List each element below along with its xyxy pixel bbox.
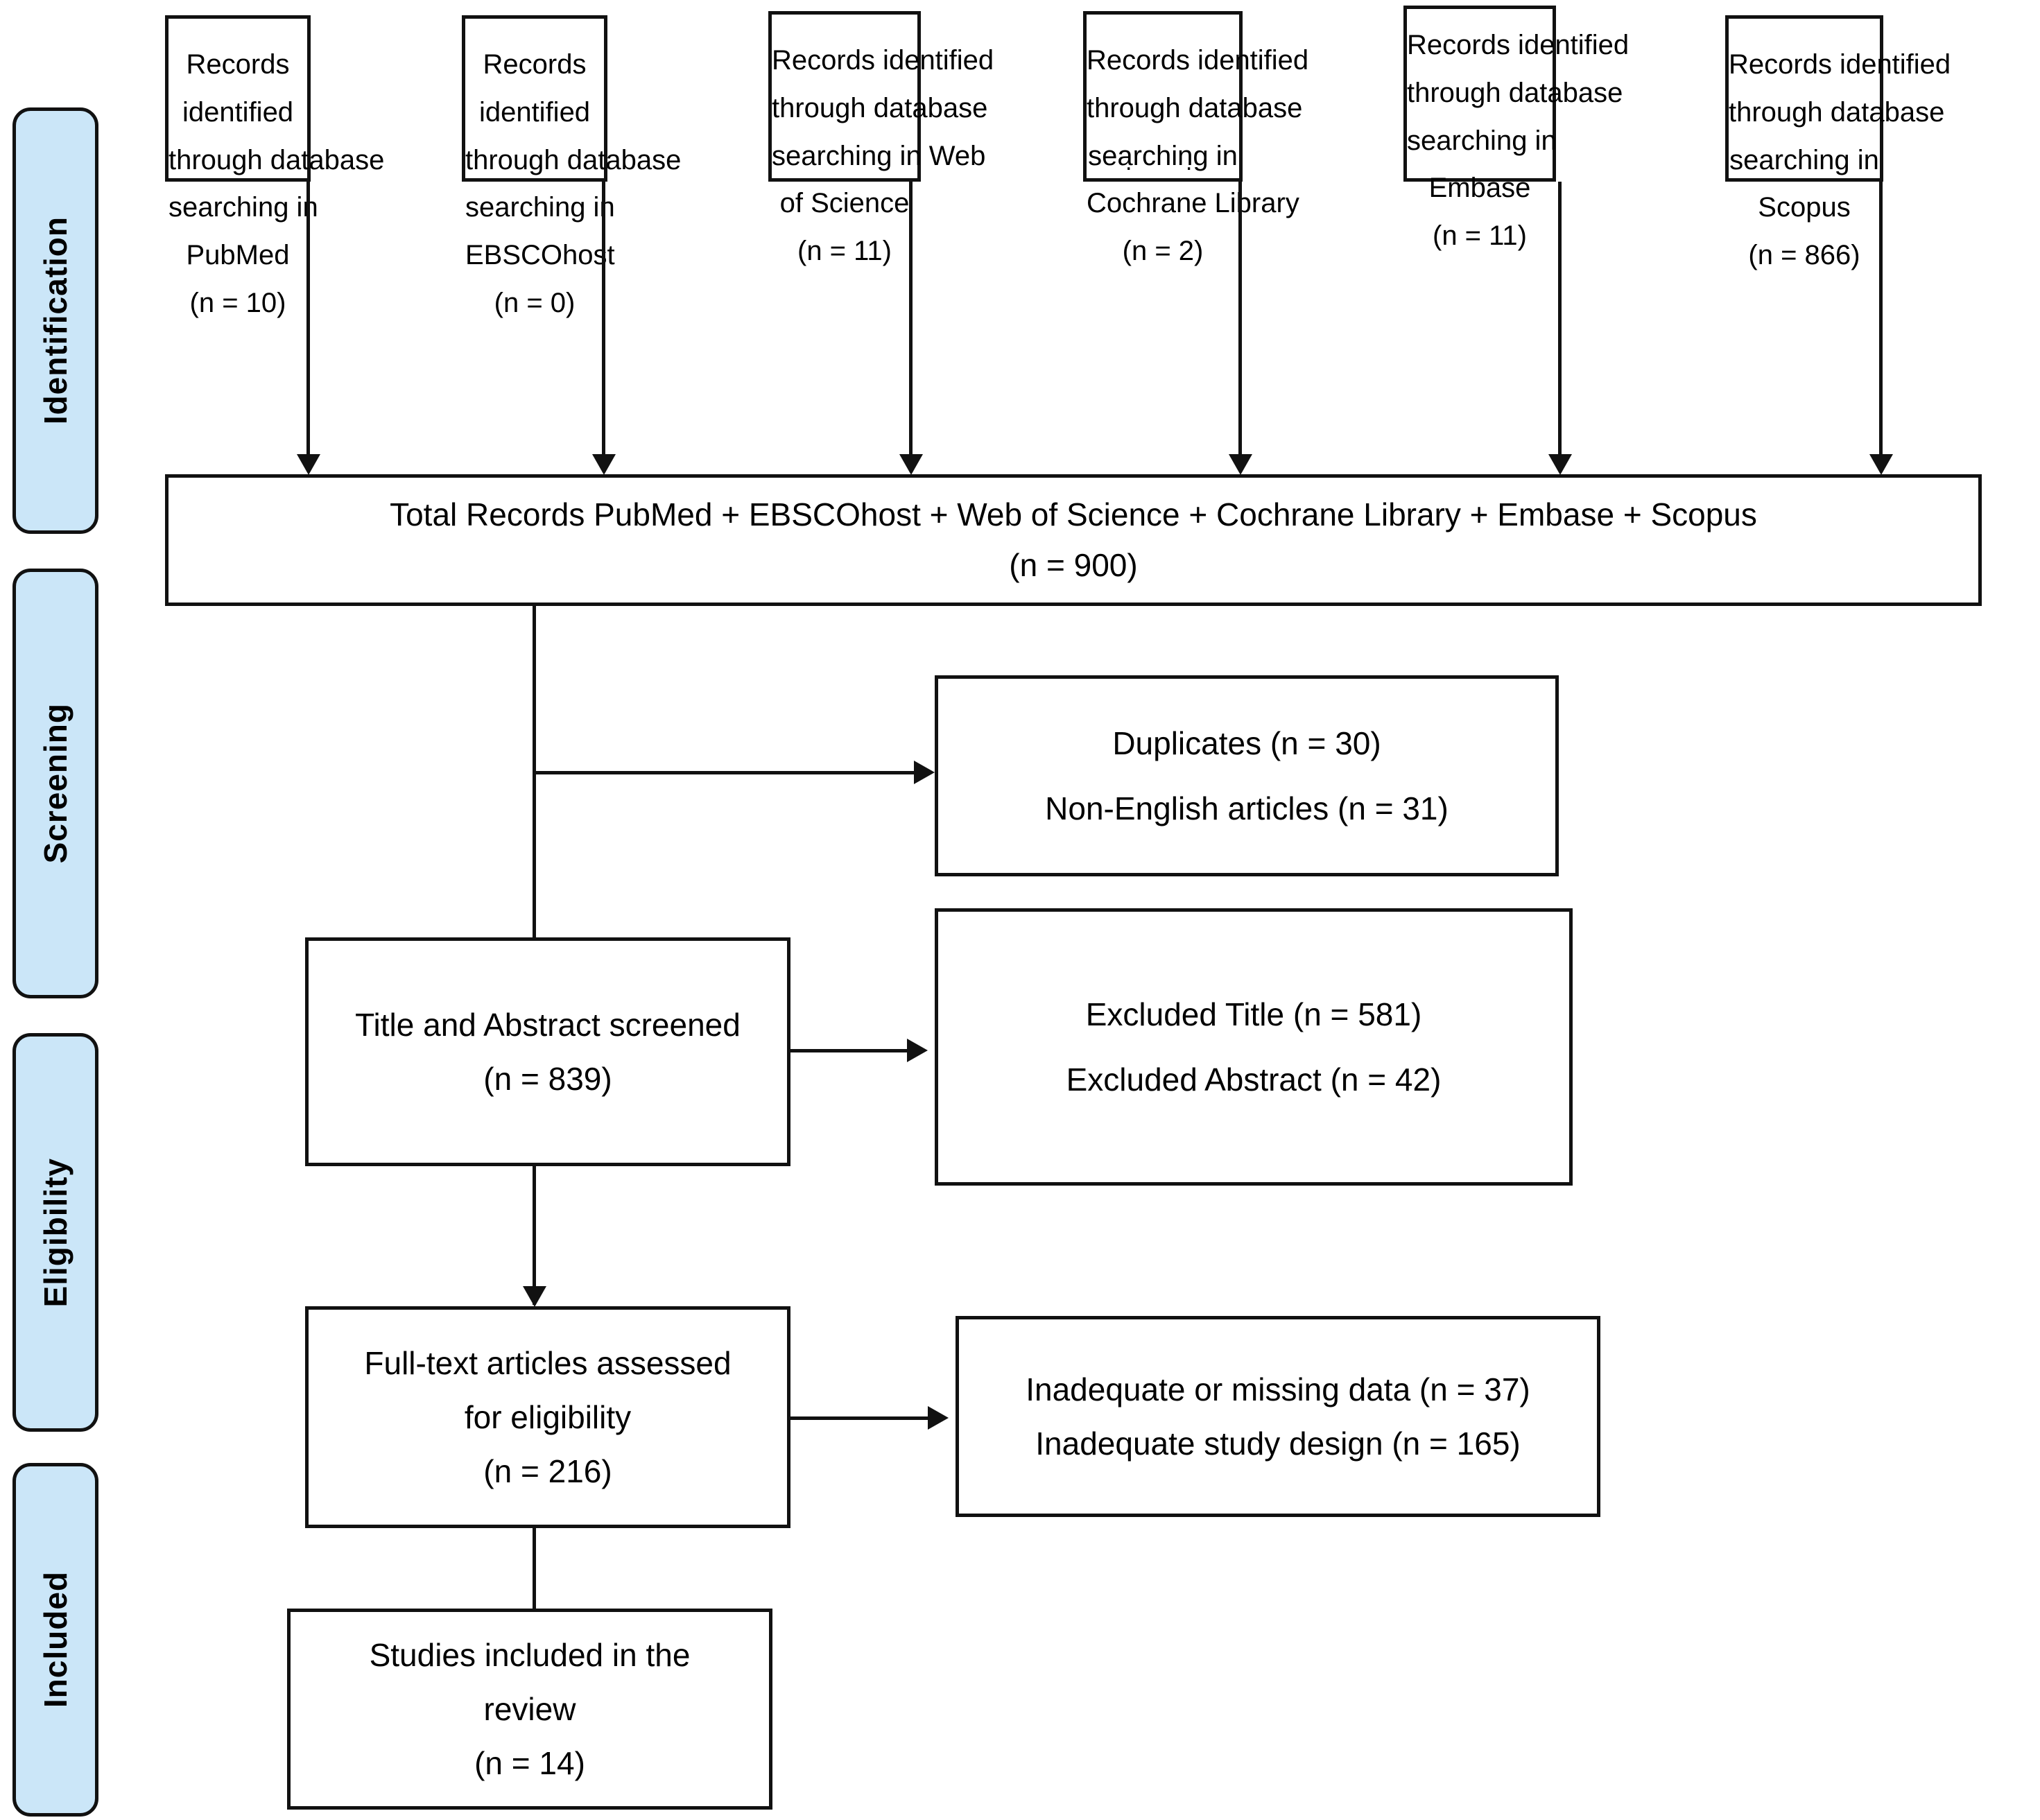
arrowhead-wos-to-total (899, 454, 923, 475)
excluded-title-line: Excluded Title (n = 581) (1085, 996, 1422, 1032)
source-line: through database (1407, 77, 1623, 108)
source-count: (n = 866) (1748, 240, 1860, 271)
connector-total-to-duplicates (533, 771, 915, 774)
source-line: Records (186, 49, 290, 80)
source-count: (n = 0) (494, 287, 576, 318)
connector-pubmed-to-total (306, 182, 310, 458)
source-box-embase: Records identified through database sear… (1403, 6, 1630, 251)
studies-included-box: Studies included in the review (n = 14) (287, 1609, 772, 1810)
source-line: identified (182, 96, 294, 128)
connector-wos-to-total (909, 182, 913, 458)
source-line: searching in (1088, 140, 1238, 171)
source-line: searching in (168, 192, 318, 223)
arrowhead-embase-to-total (1548, 454, 1572, 475)
excluded-abstract-line: Excluded Abstract (n = 42) (1066, 1061, 1442, 1098)
inadequate-design-line: Inadequate study design (n = 165) (1035, 1425, 1521, 1462)
source-line: through database (772, 92, 988, 123)
source-line: searching in (1729, 144, 1879, 175)
studies-included-line1: Studies included in the (369, 1636, 691, 1673)
source-line: through database (1729, 96, 1945, 128)
source-box-ebscohost: Records identified through database sear… (462, 15, 682, 318)
source-line: through database (1087, 92, 1303, 123)
studies-included-count: (n = 14) (474, 1745, 585, 1782)
excluded-title-abstract-box: Excluded Title (n = 581) Excluded Abstra… (935, 908, 1573, 1186)
total-records-line1: Total Records PubMed + EBSCOhost + Web o… (390, 496, 1757, 533)
stage-pill-included: Included (12, 1463, 98, 1817)
full-text-count: (n = 216) (483, 1453, 612, 1490)
source-line: through database (465, 144, 682, 175)
arrowhead-cochrane-to-total (1229, 454, 1252, 475)
stray-dot-artifact: . . (1125, 149, 1216, 175)
title-abstract-label: Title and Abstract screened (355, 1006, 741, 1043)
stage-label-included: Included (37, 1571, 74, 1708)
source-line: searching in (1407, 125, 1557, 156)
studies-included-line2: review (483, 1690, 576, 1727)
title-abstract-count: (n = 839) (483, 1061, 612, 1097)
source-box-web-of-science: Records identified through database sear… (768, 11, 994, 266)
source-line: identified (478, 96, 591, 128)
connector-title-abstract-to-full-text (533, 1166, 536, 1305)
source-line: Cochrane Library (1087, 188, 1299, 219)
stage-label-identification: Identification (37, 216, 74, 425)
source-line: EBSCOhost (465, 240, 615, 271)
source-line: through database (168, 144, 385, 175)
full-text-line1: Full-text articles assessed (364, 1344, 732, 1381)
connector-scopus-to-total (1879, 182, 1883, 458)
non-english-count-line: Non-English articles (n = 31) (1045, 790, 1449, 826)
duplicates-count-line: Duplicates (n = 30) (1112, 725, 1381, 761)
source-line: Records identified (1729, 49, 1951, 80)
source-line: Embase (1428, 173, 1531, 204)
source-line: Records identified (772, 45, 994, 76)
title-abstract-screened-box: Title and Abstract screened (n = 839) (305, 937, 790, 1166)
arrowhead-full-text-to-excluded (928, 1406, 949, 1430)
source-count: (n = 11) (1433, 220, 1527, 252)
source-line: Records identified (1407, 30, 1630, 60)
stage-pill-screening: Screening (12, 569, 98, 998)
arrowhead-pubmed-to-total (297, 454, 320, 475)
arrowhead-total-to-duplicates (914, 761, 935, 784)
arrowhead-title-abstract-to-excluded (907, 1039, 928, 1062)
source-count: (n = 11) (797, 236, 892, 267)
connector-full-text-to-excluded (790, 1416, 929, 1420)
source-line: Records (483, 49, 587, 80)
connector-embase-to-total (1558, 182, 1562, 458)
source-line: Records identified (1087, 45, 1309, 76)
source-line: PubMed (186, 240, 290, 271)
source-count: (n = 2) (1122, 236, 1204, 267)
source-box-cochrane-library: Records identified through database sear… (1083, 11, 1309, 266)
source-line: of Science (779, 188, 910, 219)
full-text-assessed-box: Full-text articles assessed for eligibil… (305, 1306, 790, 1528)
source-box-scopus: Records identified through database sear… (1725, 15, 1951, 270)
connector-cochrane-to-total (1238, 182, 1242, 458)
stage-label-screening: Screening (37, 703, 74, 864)
full-text-line2: for eligibility (464, 1398, 632, 1435)
connector-total-to-title-abstract (533, 606, 536, 951)
arrowhead-title-abstract-to-full-text (523, 1286, 546, 1307)
source-line: Scopus (1758, 192, 1851, 223)
connector-title-abstract-to-excluded (790, 1049, 908, 1052)
excluded-screening-box: Duplicates (n = 30) Non-English articles… (935, 675, 1559, 876)
excluded-full-text-box: Inadequate or missing data (n = 37) Inad… (956, 1316, 1600, 1517)
connector-ebscohost-to-total (602, 182, 605, 458)
total-records-count: (n = 900) (1009, 547, 1138, 583)
stage-label-eligibility: Eligibility (37, 1157, 74, 1308)
stage-pill-identification: Identification (12, 107, 98, 534)
source-count: (n = 10) (189, 287, 286, 318)
total-records-box: Total Records PubMed + EBSCOhost + Web o… (165, 474, 1982, 606)
inadequate-data-line: Inadequate or missing data (n = 37) (1026, 1371, 1530, 1407)
stage-pill-eligibility: Eligibility (12, 1033, 98, 1432)
arrowhead-ebscohost-to-total (592, 454, 616, 475)
source-line: searching in Web (772, 140, 986, 171)
source-box-pubmed: Records identified through database sear… (165, 15, 385, 318)
source-line: searching in (465, 192, 615, 223)
arrowhead-scopus-to-total (1869, 454, 1893, 475)
